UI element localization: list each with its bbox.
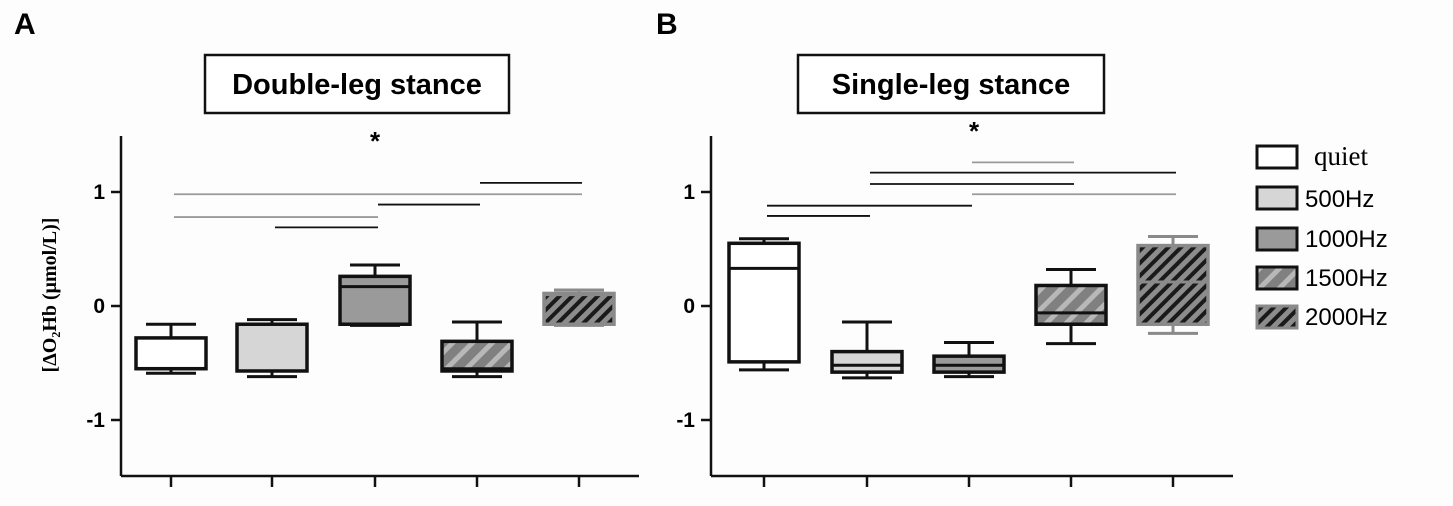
panel-a-letter: A xyxy=(14,8,36,41)
panel-a-box-body xyxy=(134,336,208,371)
panel-b-box-2000hz xyxy=(1136,234,1210,335)
panel-a-title: Double-leg stance xyxy=(203,53,511,115)
panel-a-box-body xyxy=(440,339,514,373)
panel-a-y-tick-label: 1 xyxy=(93,181,105,204)
legend-swatch-1000hz xyxy=(1255,226,1299,252)
panel-b-y-tick-label: 0 xyxy=(683,295,695,318)
panel-b-title-text: Single-leg stance xyxy=(832,69,1071,101)
legend-swatch-500hz xyxy=(1255,185,1299,211)
panel-b-box-body xyxy=(1136,243,1210,326)
legend-item-500hz: 500Hz xyxy=(1255,185,1374,213)
y-axis-label: [ΔO₂Hb (μmol/L)] xyxy=(39,218,61,373)
panel-a-box-quiet xyxy=(134,322,208,375)
legend-label-1500hz: 1500Hz xyxy=(1305,265,1388,292)
legend-item-2000hz: 2000Hz xyxy=(1255,304,1388,331)
panel-a-significance-star: * xyxy=(370,126,381,156)
panel-b-box-500hz xyxy=(830,320,904,380)
legend-label-1000hz: 1000Hz xyxy=(1305,226,1388,253)
legend-swatch-2000hz xyxy=(1255,304,1299,330)
panel-b-box-quiet xyxy=(727,237,801,372)
panel-b-letter: B xyxy=(656,8,678,41)
panel-b-title: Single-leg stance xyxy=(796,53,1106,115)
panel-b-box-1500hz xyxy=(1034,268,1108,346)
panel-b-box-1000hz xyxy=(932,340,1006,379)
legend-item-1000hz: 1000Hz xyxy=(1255,226,1388,253)
legend-swatch-quiet xyxy=(1255,144,1299,170)
panel-b-box-body xyxy=(830,349,904,374)
legend-swatch-1500hz xyxy=(1255,265,1299,291)
legend-label-500hz: 500Hz xyxy=(1305,186,1374,213)
legend-item-quiet: quiet xyxy=(1255,141,1368,171)
panel-b-plot: 1 0 -1 * xyxy=(676,116,1233,487)
panel-b-y-tick-label: 1 xyxy=(683,181,695,204)
panel-b-y-tick-label: -1 xyxy=(676,409,695,432)
panel-a-box-500hz xyxy=(235,318,309,379)
panel-a-box-body xyxy=(542,291,616,326)
panel-a-title-frame xyxy=(203,53,511,115)
panel-a-box-body xyxy=(338,274,412,326)
panel-b-significance-star: * xyxy=(969,116,980,146)
panel-a-box-1500hz xyxy=(440,320,514,379)
legend-label-2000hz: 2000Hz xyxy=(1305,304,1388,331)
legend-item-1500hz: 1500Hz xyxy=(1255,265,1388,292)
panel-b-box-body xyxy=(727,241,801,364)
panel-b-title-frame xyxy=(796,53,1106,115)
panel-a-box-2000hz xyxy=(542,288,616,327)
panel-a-y-tick-label: 0 xyxy=(93,295,105,318)
panel-a-box-1000hz xyxy=(338,263,412,327)
panel-a-box-body xyxy=(235,322,309,373)
legend-label-quiet: quiet xyxy=(1314,141,1368,171)
panel-a-title-text: Double-leg stance xyxy=(232,69,482,101)
legend: quiet 500Hz 1000Hz 1500Hz 2000Hz xyxy=(1255,141,1388,331)
panel-a-y-tick-label: -1 xyxy=(86,409,105,432)
panel-b-box-body xyxy=(1034,283,1108,326)
panel-a-plot: 1 0 -1 * xyxy=(86,126,639,487)
